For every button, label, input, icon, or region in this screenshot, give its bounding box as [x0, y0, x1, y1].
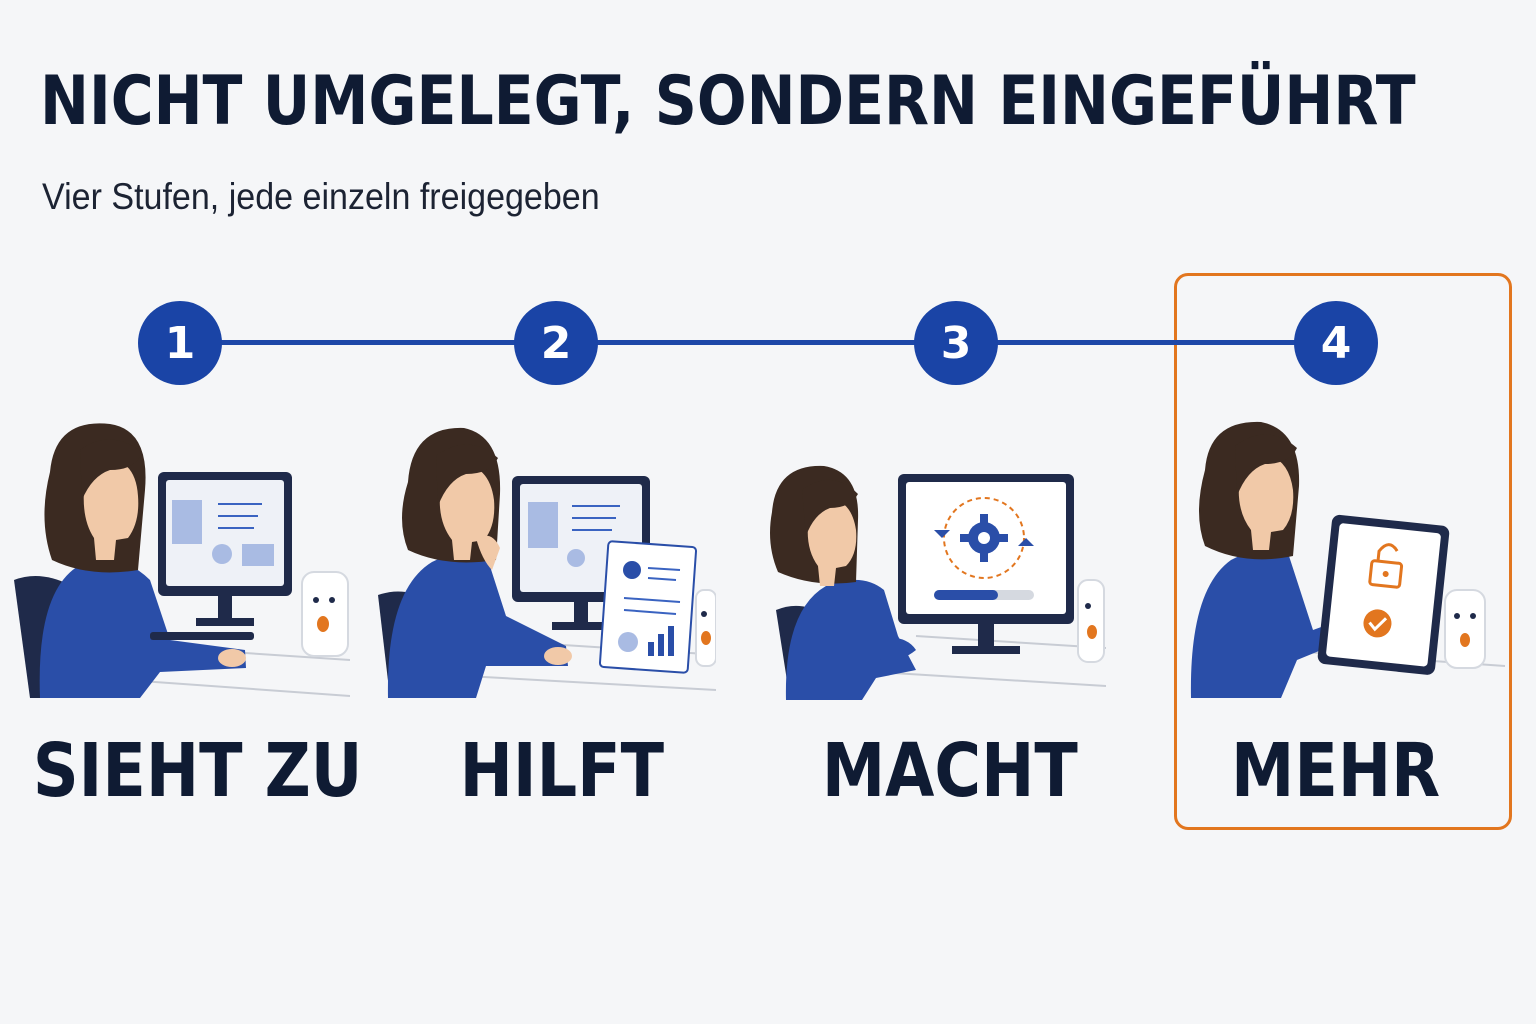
step-1-label: SIEHT ZU — [32, 728, 363, 814]
timeline-line — [180, 340, 1336, 345]
step-4-circle: 4 — [1294, 301, 1378, 385]
step-4-label: MEHR — [1231, 728, 1441, 814]
step-3-circle: 3 — [914, 301, 998, 385]
monitor-gear-process-icon — [770, 465, 1106, 700]
step-1-circle: 1 — [138, 301, 222, 385]
tablet-unlock-check-icon — [1190, 421, 1506, 698]
page-subtitle: Vier Stufen, jede einzeln freigegeben — [42, 176, 600, 217]
person-with-document-icon — [378, 427, 716, 698]
step-4-highlight-frame — [1174, 273, 1512, 830]
step-2-circle: 2 — [514, 301, 598, 385]
step-3-label: MACHT — [822, 728, 1078, 814]
step-2-label: HILFT — [459, 728, 665, 814]
page-title: NICHT UMGELEGT, SONDERN EINGEFÜHRT — [40, 62, 1416, 141]
person-watching-monitor-icon — [14, 423, 350, 698]
